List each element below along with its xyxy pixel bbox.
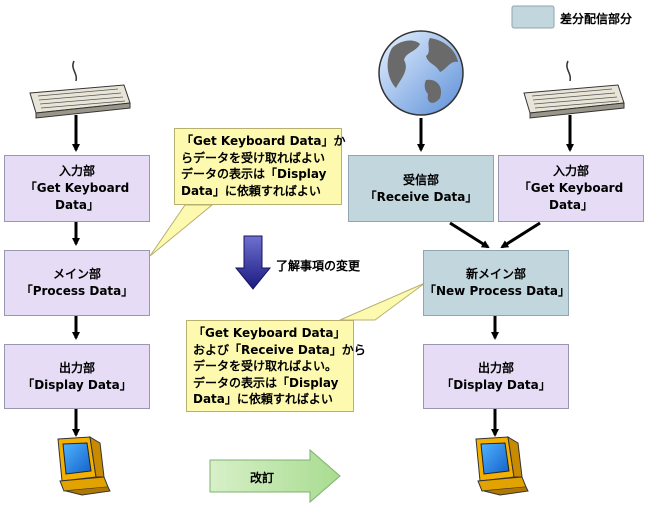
box-title: 入力部 [58, 164, 95, 178]
change-arrow [234, 235, 272, 290]
box-name: 「New Process Data」 [424, 284, 571, 298]
right-flow-arrows [417, 115, 574, 437]
box-title: 出力部 [58, 360, 95, 375]
box-title: メイン部 [52, 267, 101, 281]
note2-tail [339, 282, 426, 321]
note-left: 「Get Keyboard Data」か らデータを受け取ればよい データの表示… [174, 128, 346, 205]
left-output-box: 出力部 「Display Data」 [4, 344, 150, 409]
note-right: 「Get Keyboard Data」 および「Receive Data」から … [186, 320, 366, 412]
box-name: 「Get Keyboard Data」 [24, 181, 130, 212]
legend-label: 差分配信部分 [560, 12, 633, 26]
right-output-box: 出力部 「Display Data」 [423, 344, 569, 409]
change-label: 了解事項の変更 [276, 259, 361, 273]
box-name: 「Process Data」 [20, 284, 134, 298]
monitor-icon [57, 436, 111, 496]
note-line: データの表示は「Display [193, 375, 339, 390]
box-name: 「Receive Data」 [364, 189, 478, 204]
monitor-icon [475, 436, 529, 496]
box-title: 入力部 [552, 164, 589, 178]
globe-icon [378, 30, 464, 116]
revise-arrow [209, 448, 341, 504]
right-main-box: 新メイン部 「New Process Data」 [423, 250, 571, 316]
left-main-box: メイン部 「Process Data」 [4, 250, 150, 316]
right-input-box: 入力部 「Get Keyboard Data」 [498, 155, 644, 222]
left-input-box: 入力部 「Get Keyboard Data」 [4, 155, 150, 222]
box-name: 「Get Keyboard Data」 [518, 181, 624, 212]
note-line: 「Get Keyboard Data」 [193, 326, 346, 340]
keyboard-icon [29, 60, 131, 119]
note-line: Data」に依頼すればよい [181, 183, 321, 198]
note-line: および「Receive Data」から [193, 342, 366, 357]
note1-tail [149, 204, 214, 257]
legend-swatch [511, 5, 555, 29]
right-receive-box: 受信部 「Receive Data」 [348, 155, 494, 222]
box-title: 新メイン部 [465, 267, 526, 281]
note-line: データを受け取ればよい。 [193, 359, 338, 373]
note-line: データの表示は「Display [181, 167, 327, 181]
box-name: 「Display Data」 [441, 377, 551, 392]
note-line: Data」に依頼すればよい [193, 392, 333, 406]
revise-label: 改訂 [250, 471, 275, 485]
box-title: 出力部 [477, 360, 514, 375]
keyboard-icon [523, 60, 625, 119]
box-name: 「Display Data」 [22, 377, 132, 392]
note-line: 「Get Keyboard Data」か [181, 134, 346, 148]
box-title: 受信部 [402, 172, 439, 187]
note-line: らデータを受け取ればよい [181, 150, 326, 165]
